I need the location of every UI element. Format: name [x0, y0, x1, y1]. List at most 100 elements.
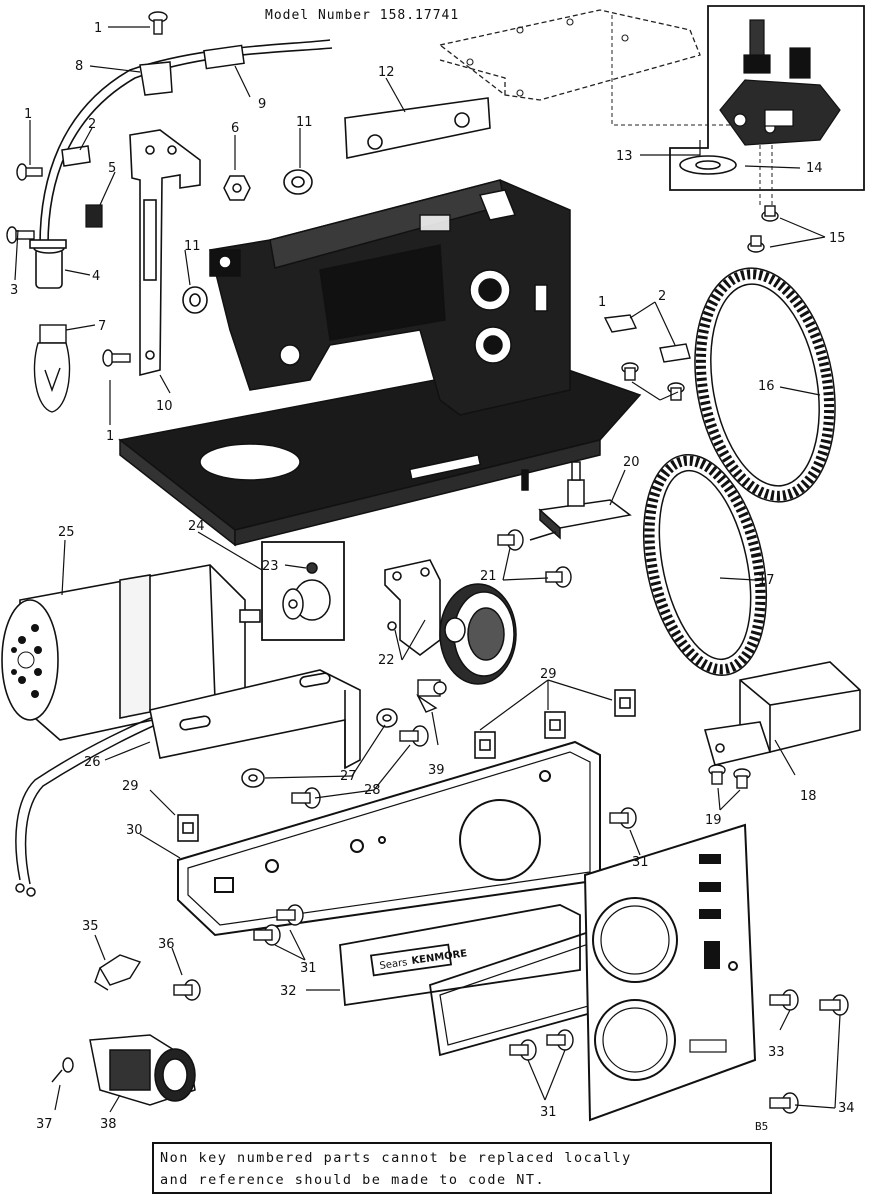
- note-line-1: Non key numbered parts cannot be replace…: [160, 1150, 632, 1166]
- top-cover-outline: [438, 9, 701, 101]
- part-19-screws: [708, 764, 751, 789]
- model-number-title: Model Number 158.17741: [265, 8, 459, 23]
- part-11-grommet-lower: [182, 286, 208, 314]
- callout: 13: [616, 149, 633, 164]
- callout: 26: [84, 755, 101, 770]
- part-13-mechanism: [719, 19, 841, 146]
- callout: 20: [623, 455, 640, 470]
- part-20-switch: [529, 461, 632, 541]
- part-27-washers: [241, 708, 398, 788]
- callout: 17: [758, 573, 775, 588]
- part-28-screws: [291, 725, 429, 809]
- callout: 21: [480, 569, 497, 584]
- callout: 24: [188, 519, 205, 534]
- callout: 3: [10, 283, 18, 298]
- part-22-pulley: [439, 583, 517, 685]
- part-17-belt: [642, 454, 768, 676]
- callout: 28: [364, 783, 381, 798]
- part-24-box: [261, 541, 345, 641]
- callout: 25: [58, 525, 75, 540]
- callout: 7: [98, 319, 106, 334]
- part-7-bulb: [33, 324, 71, 413]
- part-3-screw: [6, 226, 35, 244]
- leader-lines: [14, 26, 841, 1113]
- callout: 11: [184, 239, 201, 254]
- part-33-34-screws: [769, 989, 849, 1114]
- callout: 1: [94, 21, 102, 36]
- note-line-2: and reference should be made to code NT.: [160, 1172, 546, 1188]
- callout: 36: [158, 937, 175, 952]
- part-5-clip: [85, 204, 103, 228]
- callout: 37: [36, 1117, 53, 1132]
- part-38-receptacle: [89, 1034, 196, 1106]
- callout: 29: [122, 779, 139, 794]
- callout: 11: [296, 115, 313, 130]
- callout: 30: [126, 823, 143, 838]
- part-2-clip: [61, 145, 91, 167]
- part-9-strain-relief: [203, 44, 245, 70]
- motor-cords: [15, 704, 193, 897]
- note-box: Non key numbered parts cannot be replace…: [152, 1142, 772, 1194]
- part-16-belt: [694, 267, 836, 503]
- part-14-washer: [679, 155, 737, 175]
- part-13-dashed-links: [611, 15, 773, 205]
- callout: 5: [108, 161, 116, 176]
- callout: 10: [156, 399, 173, 414]
- callout: 39: [428, 763, 445, 778]
- part-1-screw-top: [148, 11, 168, 35]
- part-12-plate: [344, 97, 491, 159]
- part-2-clips-right: [603, 314, 691, 363]
- lamp-cords: [39, 39, 333, 246]
- callout: 34: [838, 1101, 855, 1116]
- callout: 35: [82, 919, 99, 934]
- machine-head: [209, 179, 571, 416]
- callout: 1: [106, 429, 114, 444]
- part-37-screw: [51, 1057, 74, 1083]
- part-25-motor-vents: [11, 624, 42, 698]
- callout: 29: [540, 667, 557, 682]
- callout: 32: [280, 984, 297, 999]
- part-6-nut: [223, 175, 251, 201]
- callout: 8: [75, 59, 83, 74]
- part-26-bracket: [149, 669, 361, 770]
- part-30-panel: [177, 740, 601, 937]
- part-15-screws: [747, 205, 779, 253]
- callout-labels: 1 8 9 12 13 14 15 1 2 6 11 5 3 4 11 7 1 …: [10, 21, 855, 1132]
- callout: 14: [806, 161, 823, 176]
- top-cover-holes: [466, 18, 629, 97]
- callout: 12: [378, 65, 395, 80]
- callout: 1: [24, 107, 32, 122]
- callout: 23: [262, 559, 279, 574]
- callout: 18: [800, 789, 817, 804]
- part-4-lamp-socket: [29, 239, 67, 289]
- callout: 19: [705, 813, 722, 828]
- part-10-bracket: [129, 129, 201, 377]
- part-1-screw-lower: [102, 349, 131, 367]
- part-29-tabs: [177, 689, 636, 842]
- callout: 31: [540, 1105, 557, 1120]
- part-11-grommet-top: [283, 169, 313, 195]
- callout: 22: [378, 653, 395, 668]
- callout: 2: [658, 289, 666, 304]
- part-35-plug: [94, 954, 142, 991]
- part-23-24-pulley: [282, 562, 331, 621]
- brand-sears: Sears: [379, 957, 408, 972]
- callout: 1: [598, 295, 606, 310]
- callout: 6: [231, 121, 239, 136]
- part-39-clamp: [416, 679, 447, 713]
- part-36-screw: [173, 979, 201, 1001]
- part-31-screws: [253, 807, 637, 1061]
- part-18-block: [703, 661, 861, 766]
- callout: 9: [258, 97, 266, 112]
- callout: 38: [100, 1117, 117, 1132]
- callout: 31: [632, 855, 649, 870]
- part-32-nameplate: [339, 904, 581, 1007]
- callout: 27: [340, 769, 357, 784]
- part-21-screws: [497, 529, 572, 588]
- callout: 33: [768, 1045, 785, 1060]
- part-13-box: [669, 5, 865, 191]
- callout: 2: [88, 117, 96, 132]
- part-1-screws-right: [621, 362, 685, 401]
- callout: 31: [300, 961, 317, 976]
